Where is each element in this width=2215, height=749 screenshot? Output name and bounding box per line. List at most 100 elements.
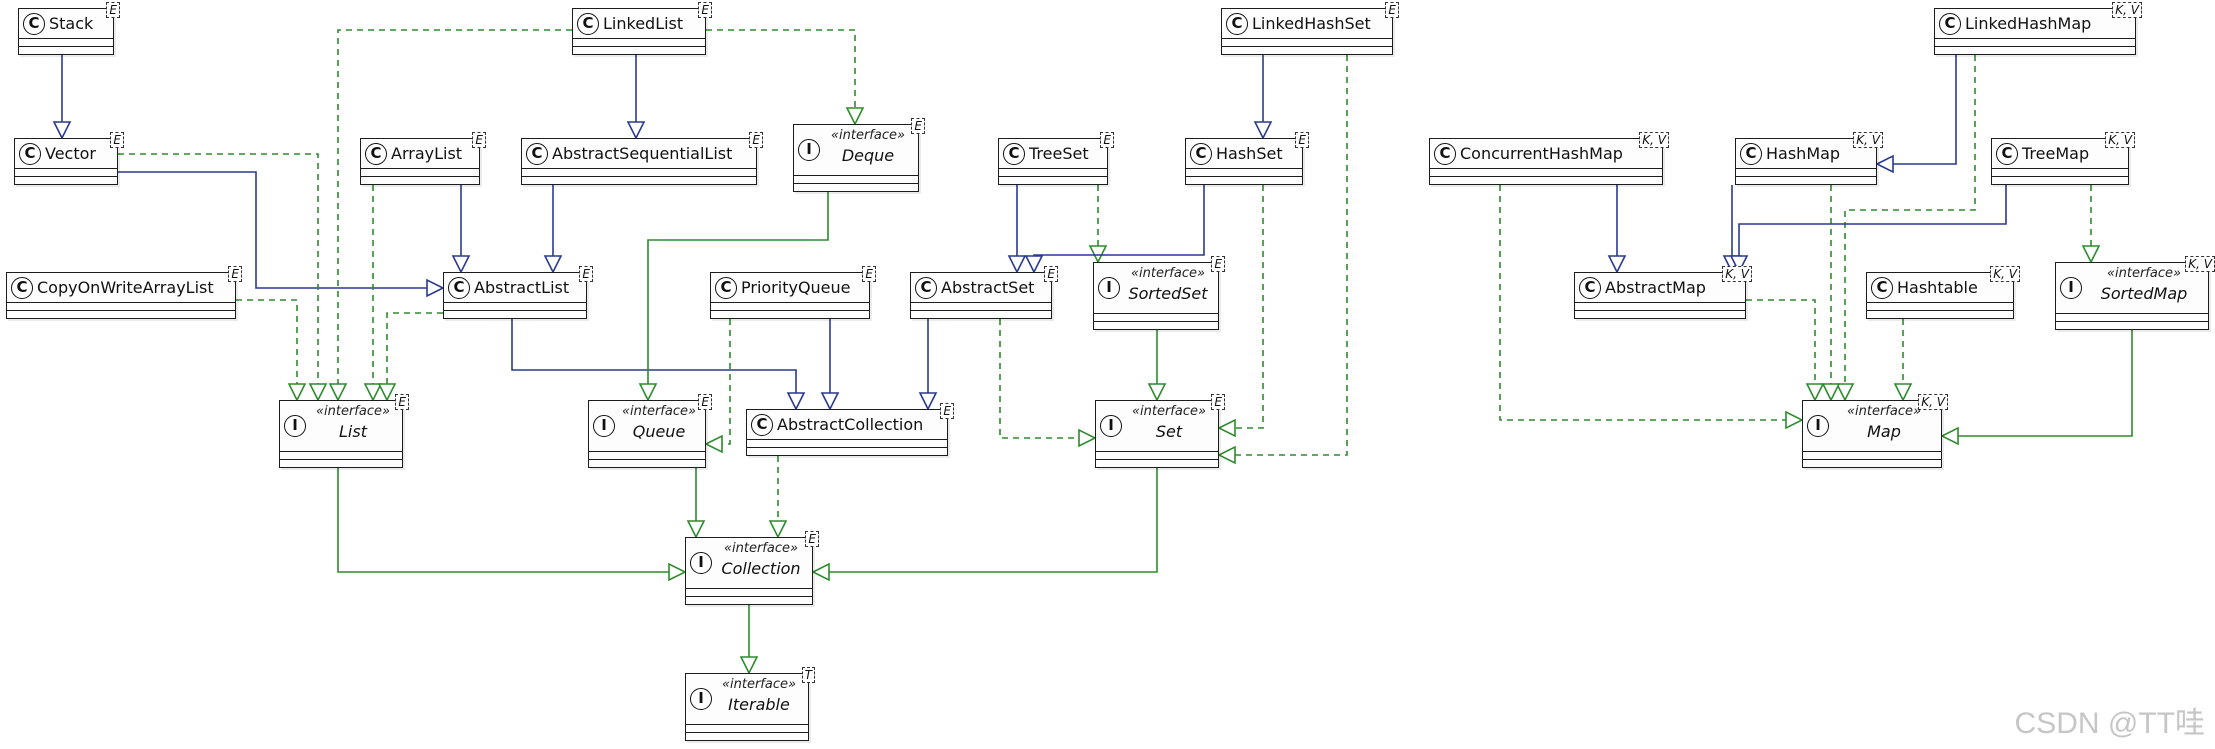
node-name: LinkedHashMap: [1965, 14, 2092, 33]
type-parameter: E: [862, 266, 876, 282]
hollow-arrowhead: [2081, 245, 2101, 264]
edge-line: [118, 153, 319, 384]
hollow-arrowhead: [704, 434, 723, 454]
node-header: I«interface»SortedMap: [2056, 263, 2208, 314]
edge-line: [1499, 185, 1786, 421]
interface-icon: I: [690, 688, 712, 710]
node-name: Vector: [45, 144, 96, 163]
edge-vector-to-abstractlist: [118, 171, 445, 298]
edge-linkedhashset-to-hashset: [1253, 55, 1273, 140]
edge-linkedhashset-to-set: [1217, 55, 1348, 465]
node-name: SortedSet: [1128, 284, 1208, 303]
node-header: I«interface»List: [280, 401, 402, 452]
compartment-divider: [1430, 176, 1662, 177]
hollow-arrowhead: [638, 383, 658, 402]
edge-linkedhashmap-to-map: [1835, 55, 1976, 402]
type-parameter: T: [801, 667, 815, 683]
type-parameter: E: [940, 403, 954, 419]
type-parameter: E: [911, 118, 925, 134]
node-name: LinkedHashSet: [1252, 14, 1371, 33]
stereotype-label: «interface»: [1846, 404, 1922, 419]
hollow-arrowhead: [363, 383, 383, 402]
node-header: I «interface» Map: [1803, 401, 1941, 452]
interface-icon: I: [1098, 277, 1120, 299]
node-name: ConcurrentHashMap: [1460, 144, 1623, 163]
node-name: HashMap: [1766, 144, 1841, 163]
node-name: AbstractSequentialList: [552, 144, 733, 163]
interface-icon: I: [593, 415, 615, 437]
edge-abstractsequentiallist-to-abstractlist: [543, 185, 563, 274]
hollow-arrowhead: [1835, 383, 1855, 402]
node-name: Queue: [632, 422, 686, 441]
type-parameter: E: [698, 394, 712, 410]
interface-icon: I: [690, 552, 712, 574]
class-icon: C: [1434, 143, 1456, 165]
hollow-arrowhead: [820, 392, 840, 411]
node-name: AbstractMap: [1605, 278, 1706, 297]
hollow-arrowhead: [1893, 383, 1913, 402]
node-name: AbstractList: [474, 278, 570, 297]
hollow-arrowhead: [328, 383, 348, 402]
hollow-arrowhead: [626, 121, 646, 140]
hollow-arrowhead: [1940, 426, 1959, 446]
edge-line: [999, 319, 1079, 439]
class-icon: C: [715, 277, 737, 299]
edge-treeset-to-sortedset: [1088, 185, 1108, 264]
edge-line: [647, 192, 829, 384]
compartment-divider: [1094, 321, 1218, 322]
node-name: PriorityQueue: [741, 278, 851, 297]
compartment-divider: [1803, 459, 1941, 460]
edge-treemap-to-sortedmap: [2081, 185, 2101, 264]
type-parameter: K, V: [2105, 132, 2135, 148]
edge-queue-to-collection: [686, 468, 706, 539]
interface-icon: I: [1807, 415, 1829, 437]
edge-line: [1746, 299, 1816, 384]
type-parameter: E: [395, 394, 409, 410]
type-parameter: K, V: [1853, 132, 1883, 148]
hollow-arrowhead: [543, 255, 563, 274]
node-name: LinkedList: [603, 14, 684, 33]
edge-line: [1235, 55, 1348, 456]
edge-abstractcollection-to-collection: [768, 456, 788, 539]
class-icon: C: [448, 277, 470, 299]
edge-abstractlist-to-abstractcollection: [511, 319, 806, 411]
edge-line: [337, 29, 572, 384]
edge-line: [722, 319, 731, 445]
edge-abstractmap-to-map: [1746, 299, 1825, 402]
node-name: Set: [1155, 422, 1183, 441]
edge-hashmap-to-map: [1821, 185, 1841, 402]
node-name: Map: [1867, 422, 1901, 441]
class-icon: C: [526, 143, 548, 165]
compartment-divider: [2056, 321, 2208, 322]
node-name: Stack: [49, 14, 94, 33]
hollow-arrowhead: [1805, 383, 1825, 402]
node-name: SortedMap: [2100, 284, 2188, 303]
compartment-divider: [1992, 176, 2128, 177]
edge-line: [118, 171, 427, 289]
interface-icon: I: [798, 139, 820, 161]
compartment-divider: [7, 310, 235, 311]
compartment-divider: [711, 310, 869, 311]
class-icon: C: [1939, 13, 1961, 35]
type-parameter: K, V: [1722, 266, 1752, 282]
edge-hashset-to-set: [1217, 185, 1264, 438]
compartment-divider: [361, 176, 479, 177]
edge-concurrenthashmap-to-abstractmap: [1607, 185, 1627, 274]
edge-concurrenthashmap-to-map: [1499, 185, 1804, 430]
edge-vector-to-list: [118, 153, 328, 402]
